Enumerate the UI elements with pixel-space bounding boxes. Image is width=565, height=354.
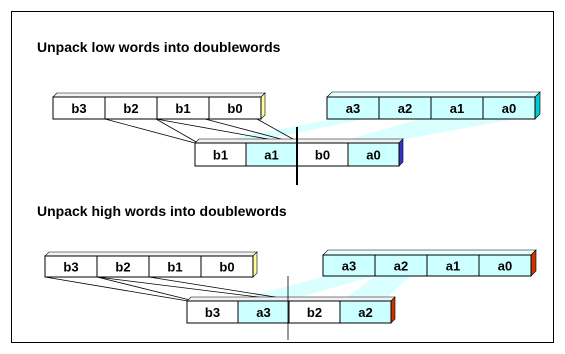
high-result-label-b2: b2	[307, 305, 322, 320]
diagram-frame	[11, 11, 554, 343]
low-result-label-b1: b1	[213, 148, 228, 163]
low-src-a-cell-a0	[482, 96, 536, 120]
low-a0-transfer-band	[347, 116, 532, 140]
low-src-a-label-a1: a1	[450, 101, 464, 116]
high-result-side-face	[390, 296, 396, 324]
high-src-a-cell-a0	[478, 254, 532, 277]
low-src-a-register: a3 a2 a1 a0	[326, 91, 541, 120]
low-connector-b1a	[155, 118, 199, 144]
low-src-a-top-face	[326, 91, 541, 98]
low-src-b-label-b0: b0	[227, 101, 242, 116]
high-src-b-label-b3: b3	[63, 260, 78, 275]
low-src-b-label-b3: b3	[71, 101, 86, 116]
low-result-label-b0: b0	[315, 148, 330, 163]
high-result-label-a2: a2	[358, 305, 372, 320]
low-result-top-face	[194, 138, 404, 144]
low-src-b-label-b1: b1	[175, 101, 190, 116]
high-src-a-label-a0: a0	[498, 259, 512, 274]
low-title: Unpack low words into doublewords	[37, 39, 281, 55]
low-result-cell-a0	[347, 142, 400, 167]
low-src-b-cell-b0	[208, 96, 262, 120]
high-src-a-label-a2: a2	[394, 259, 408, 274]
high-result-cell-a2	[339, 300, 392, 324]
low-result-label-a1: a1	[264, 148, 278, 163]
high-connector-b3b	[96, 276, 195, 302]
low-src-b-label-b2: b2	[123, 101, 138, 116]
high-src-a-label-a1: a1	[446, 259, 460, 274]
high-src-b-label-b1: b1	[167, 260, 182, 275]
high-result-label-b3: b3	[205, 305, 220, 320]
low-result-label-a0: a0	[366, 148, 380, 163]
low-src-b-top-face	[52, 92, 266, 98]
high-result-label-a3: a3	[256, 305, 270, 320]
high-src-a-side-face	[530, 249, 537, 277]
high-result-top-face	[186, 296, 396, 302]
high-src-b-cell-b0	[200, 255, 254, 278]
low-src-a-label-a3: a3	[346, 101, 360, 116]
high-src-a-label-a3: a3	[342, 259, 356, 274]
high-result-register: b3 a3 b2 a2	[186, 296, 396, 324]
low-src-a-label-a0: a0	[502, 101, 516, 116]
low-src-a-label-a2: a2	[398, 101, 412, 116]
low-result-side-face	[398, 138, 404, 167]
low-src-b-side-face	[260, 92, 266, 120]
low-src-b-register: b3 b2 b1 b0	[52, 92, 266, 120]
high-a3-transfer-band	[237, 276, 374, 300]
low-a1-transfer-band	[224, 116, 380, 140]
high-src-b-register: b3 b2 b1 b0	[44, 251, 258, 278]
high-src-b-label-b0: b0	[219, 260, 234, 275]
high-connector-b3a	[44, 276, 189, 302]
low-src-a-side-face	[534, 91, 541, 120]
low-connector-b2	[104, 118, 196, 144]
high-title: Unpack high words into doublewords	[37, 203, 287, 219]
high-src-b-top-face	[44, 251, 258, 257]
high-src-b-label-b2: b2	[115, 260, 130, 275]
low-result-register: b1 a1 b0 a0	[194, 138, 404, 167]
high-src-a-register: a3 a2 a1 a0	[322, 249, 537, 277]
high-src-a-top-face	[322, 249, 537, 256]
high-src-b-side-face	[252, 251, 258, 278]
